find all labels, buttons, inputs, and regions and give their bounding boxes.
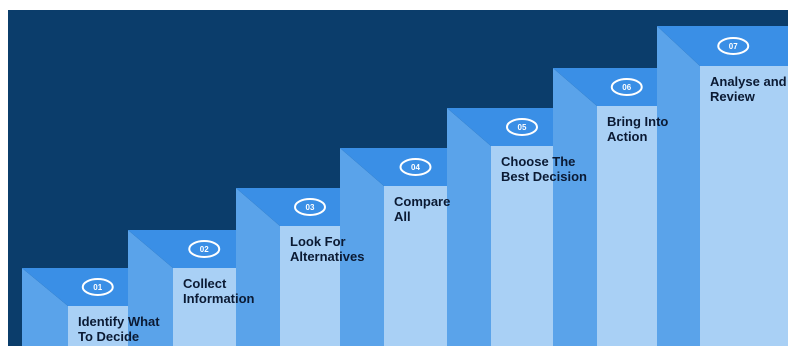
step-number-badge: 02: [188, 240, 221, 258]
step-side-face: [553, 68, 597, 346]
step-label: Analyse and Review: [710, 74, 787, 104]
step-side-face: [657, 26, 700, 346]
badge-ring: [188, 240, 221, 258]
step-side-face: [236, 188, 280, 346]
step-number-badge: 03: [294, 198, 326, 216]
step-side-face: [22, 268, 68, 346]
step-side-face: [340, 148, 384, 346]
step-side-face: [447, 108, 491, 346]
badge-ring: [610, 78, 643, 96]
step-number: 01: [93, 283, 102, 292]
badge-ring: [294, 198, 326, 216]
step-number-badge: 01: [81, 278, 114, 296]
step-number: 02: [200, 245, 209, 254]
step-label: Identify What To Decide: [78, 314, 160, 344]
badge-ring: [81, 278, 114, 296]
badge-ring: [506, 118, 538, 136]
step-top-face: [657, 26, 788, 66]
step-label: Compare All: [394, 194, 451, 224]
step-front-face: [700, 66, 788, 346]
step-label: Look For Alternatives: [290, 234, 365, 264]
badge-ring: [399, 158, 432, 176]
step-number: 06: [622, 83, 631, 92]
step-number-badge: 07: [717, 37, 750, 55]
step-side-face: [128, 230, 173, 346]
step-number: 07: [729, 42, 738, 51]
badge-ring: [717, 37, 750, 55]
step-label: Bring Into Action: [607, 114, 669, 144]
step-label: Collect Information: [183, 276, 255, 306]
step-label: Choose The Best Decision: [501, 154, 587, 184]
step-number: 05: [518, 123, 527, 132]
step-number-badge: 04: [399, 158, 432, 176]
step-number: 04: [411, 163, 420, 172]
step-number: 03: [306, 203, 315, 212]
step-number-badge: 06: [610, 78, 643, 96]
step-number-badge: 05: [506, 118, 538, 136]
